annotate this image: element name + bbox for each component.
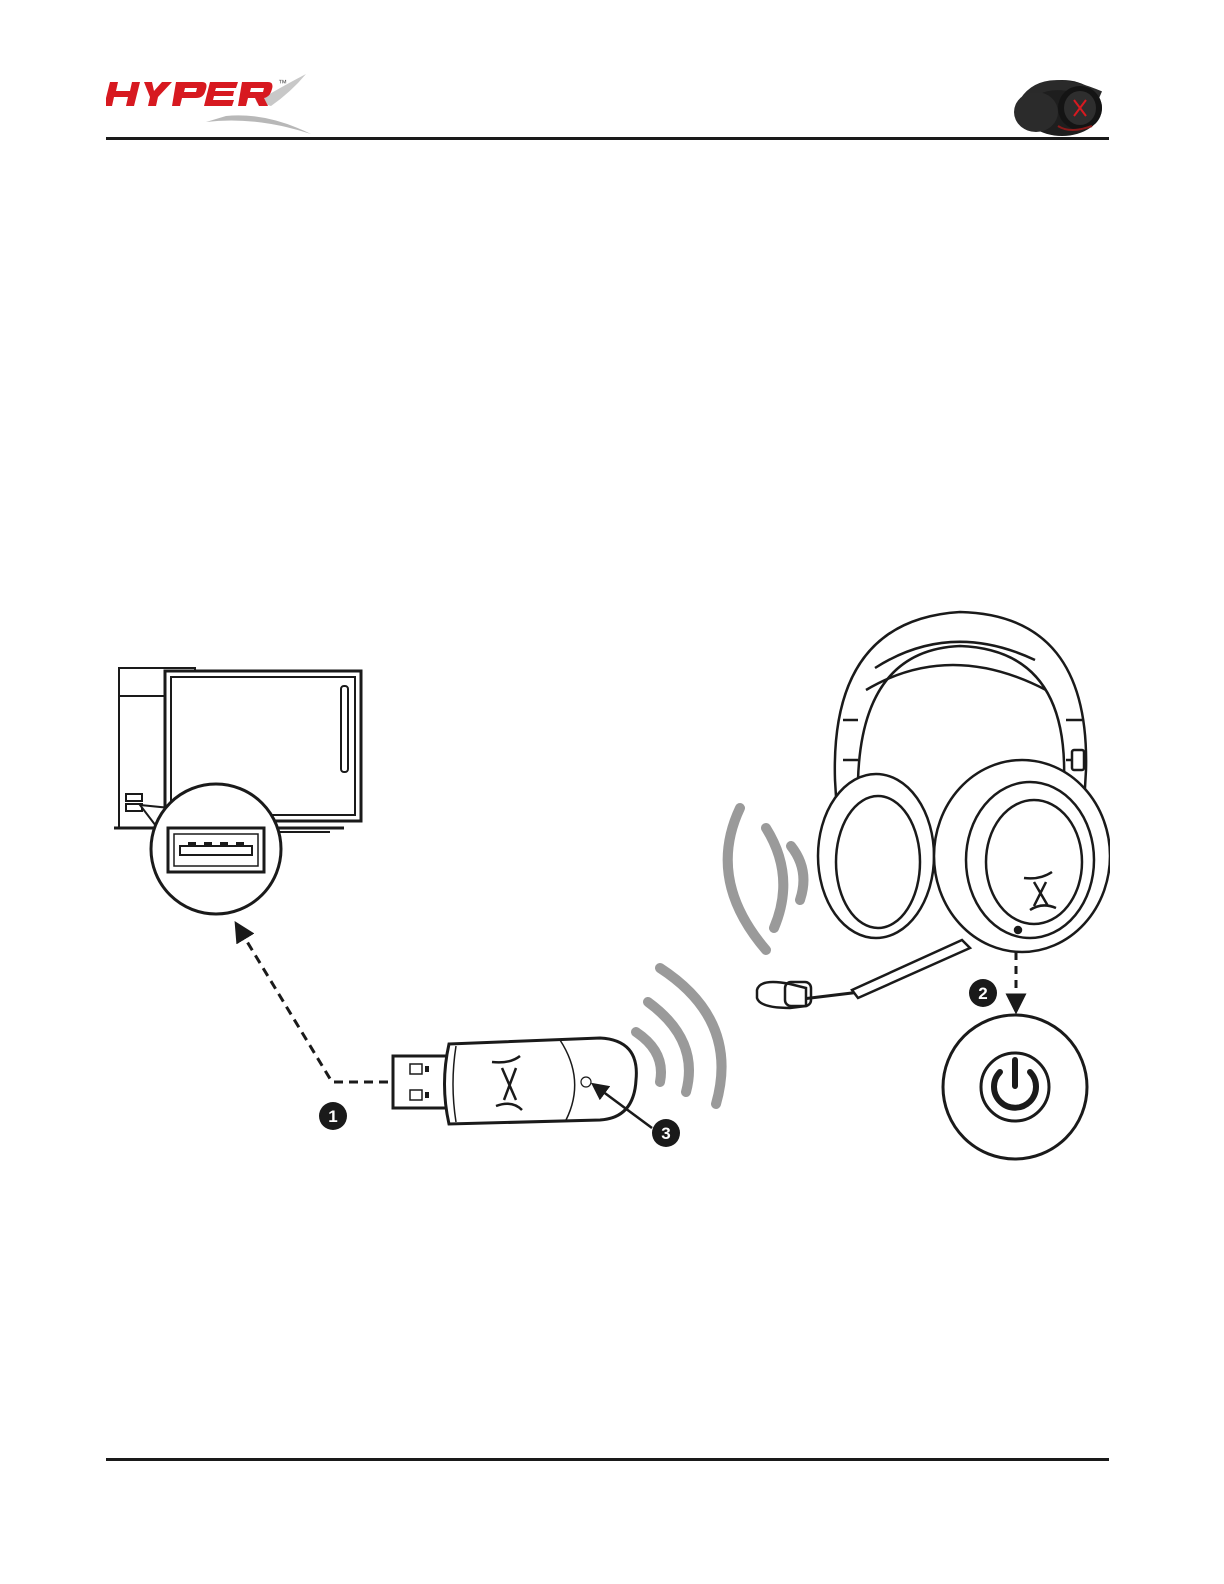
step-2-label: 2	[978, 984, 987, 1003]
step-badge-3: 3	[652, 1119, 680, 1147]
step-3-label: 3	[661, 1124, 670, 1143]
power-button-icon	[943, 1015, 1087, 1159]
header-rule	[106, 137, 1109, 140]
dongle-led-icon	[581, 1077, 591, 1087]
hyperx-logo: ™	[106, 72, 320, 138]
trademark-mark: ™	[278, 78, 287, 88]
headset-icon	[757, 612, 1110, 1008]
wireless-signal-icon	[636, 968, 722, 1104]
step-badge-2: 2	[969, 979, 997, 1007]
footer-rule	[106, 1458, 1109, 1461]
usb-dongle-icon	[393, 1038, 636, 1124]
step-1-label: 1	[328, 1107, 337, 1126]
wireless-setup-illustration: 1 2 3	[100, 590, 1110, 1180]
wireless-signal-icon	[728, 808, 804, 950]
connection-arrow	[240, 930, 388, 1082]
step-badge-1: 1	[319, 1102, 347, 1130]
headset-thumbnail-icon	[1000, 66, 1110, 138]
